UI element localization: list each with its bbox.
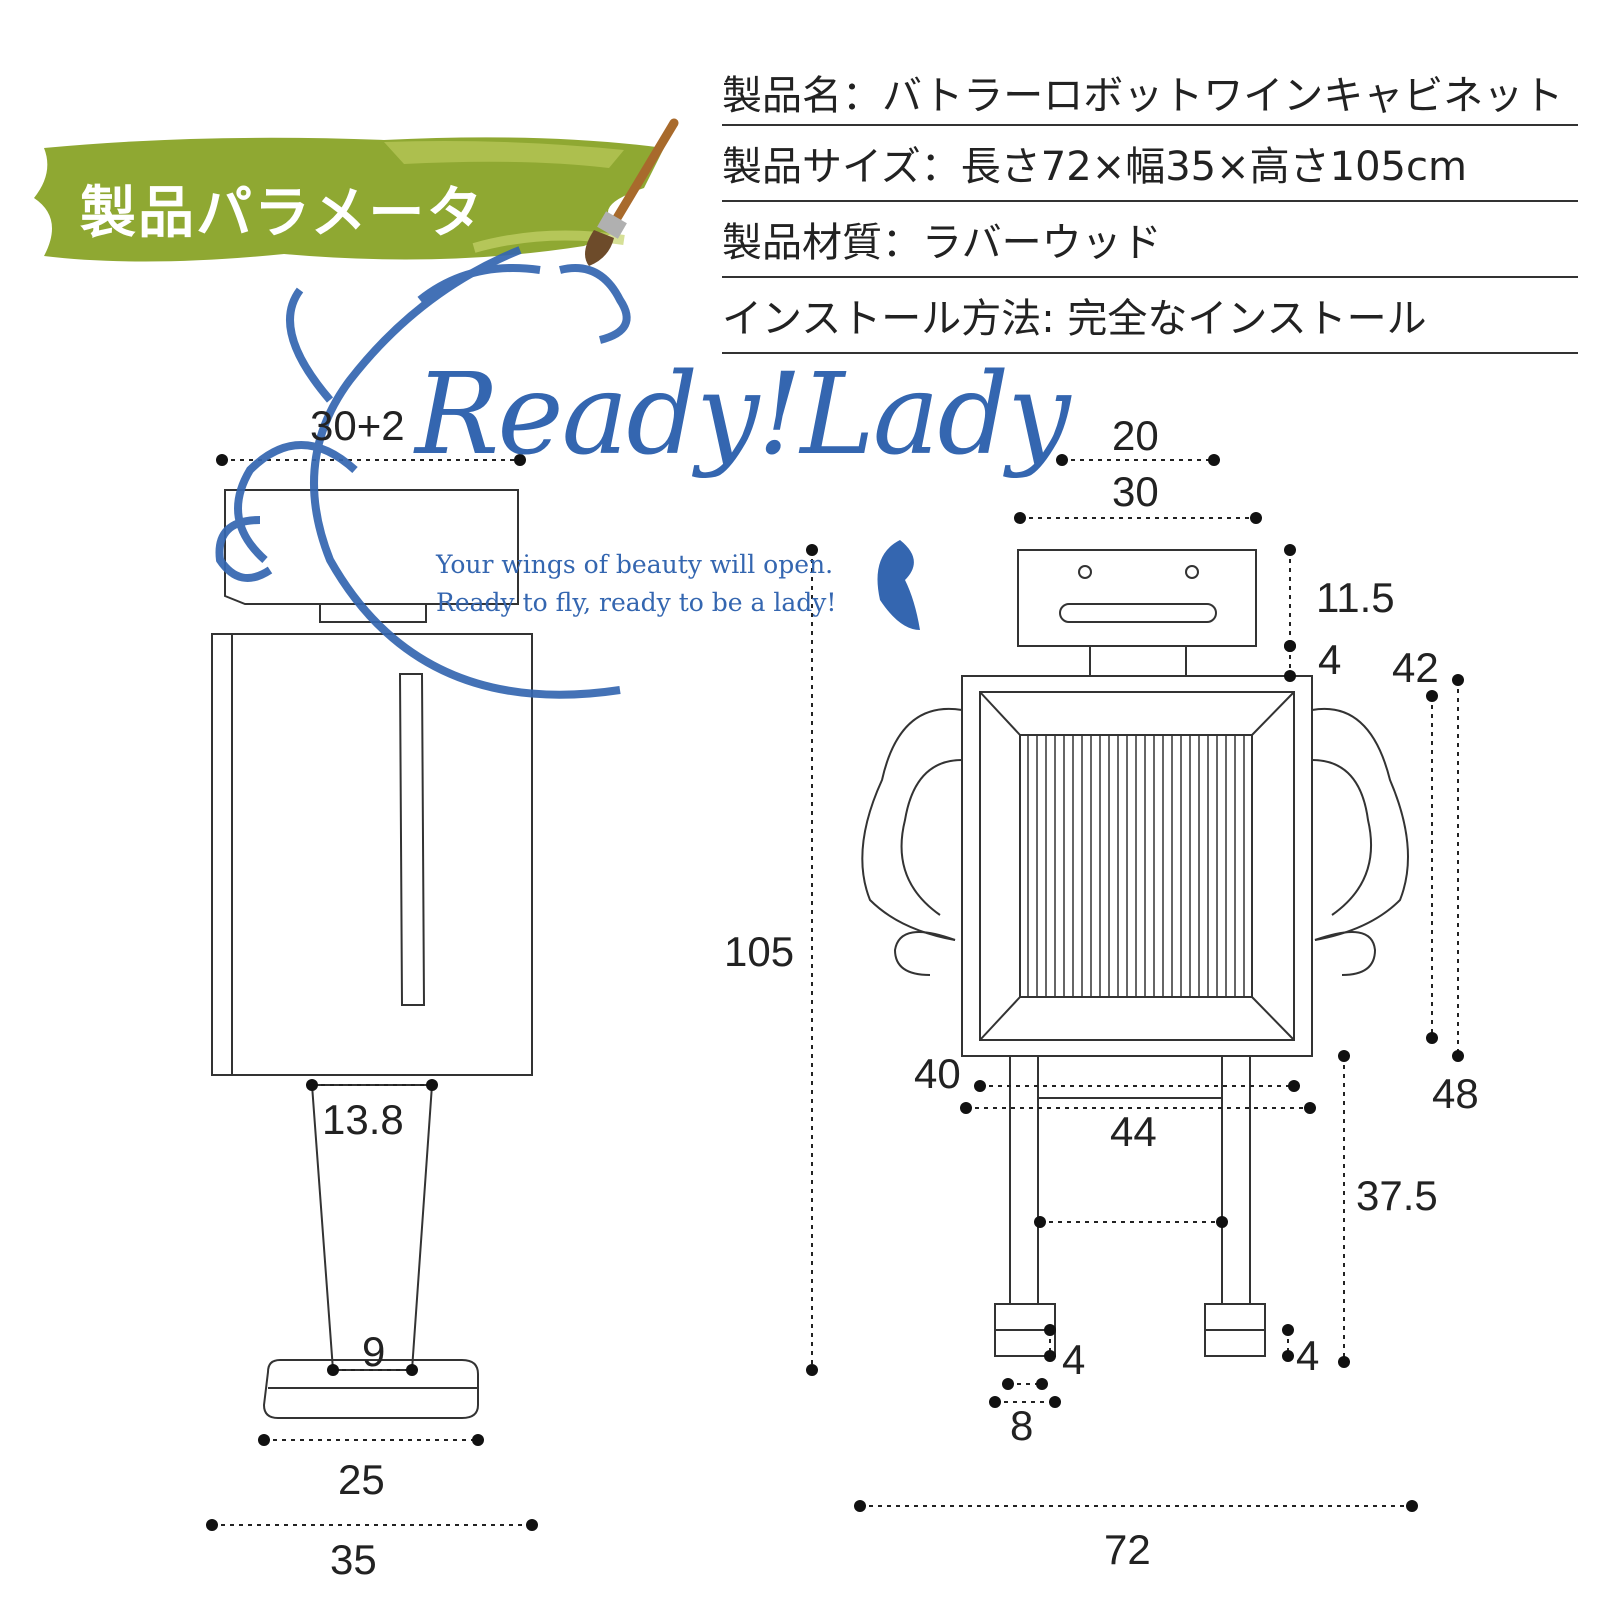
paintbrush-icon bbox=[585, 118, 679, 266]
dimension-endpoint-front-leg-span-out-1 bbox=[1304, 1102, 1316, 1114]
dimension-endpoint-front-head-outer-0 bbox=[1014, 512, 1026, 524]
dimension-endpoint-front-foot-right-0 bbox=[1282, 1324, 1294, 1336]
dimension-endpoint-front-head-inner-1 bbox=[1208, 454, 1220, 466]
dim-front-leg-span-outer: 44 bbox=[1110, 1108, 1157, 1155]
dimension-endpoint-side-base-0 bbox=[258, 1434, 270, 1446]
dimension-endpoint-side-top-1 bbox=[514, 454, 526, 466]
dim-side-depth: 35 bbox=[330, 1536, 377, 1583]
dim-front-leg-height: 37.5 bbox=[1356, 1172, 1438, 1219]
dimension-endpoint-front-leg-span-out-0 bbox=[960, 1102, 972, 1114]
dimension-endpoint-side-base-1 bbox=[472, 1434, 484, 1446]
dimension-endpoint-front-body-outer-0 bbox=[1452, 674, 1464, 686]
dimension-endpoint-side-depth-1 bbox=[526, 1519, 538, 1531]
dim-front-total-width: 72 bbox=[1104, 1526, 1151, 1573]
dim-front-body-outer: 48 bbox=[1432, 1070, 1479, 1117]
dim-front-foot-right: 4 bbox=[1296, 1332, 1320, 1379]
dim-side-leg-top: 13.8 bbox=[322, 1096, 404, 1143]
dimension-endpoint-front-total-height-0 bbox=[806, 544, 818, 556]
dimension-endpoint-front-leg-height-0 bbox=[1338, 1050, 1350, 1062]
dimension-endpoint-front-total-width-1 bbox=[1406, 1500, 1418, 1512]
dim-front-leg-span-inner: 40 bbox=[914, 1050, 961, 1097]
dimension-endpoint-front-foot-width-1 bbox=[1036, 1378, 1048, 1390]
front-view bbox=[861, 549, 1409, 1357]
dimension-endpoint-side-leg-bottom-0 bbox=[327, 1364, 339, 1376]
section-banner: 製品パラメータ bbox=[24, 118, 679, 268]
butterfly-icon bbox=[877, 540, 920, 630]
dim-front-head-height: 11.5 bbox=[1316, 574, 1395, 621]
spec-product-name: 製品名：バトラーロボットワインキャビネット bbox=[722, 60, 1578, 126]
dimension-endpoint-front-neck-1 bbox=[1284, 670, 1296, 682]
dimension-endpoint-front-neck-0 bbox=[1284, 640, 1296, 652]
watermark-brand: Ready!Lady bbox=[415, 350, 1070, 480]
floral-watermark-icon bbox=[215, 246, 631, 699]
dim-front-body-inner: 42 bbox=[1392, 644, 1439, 691]
dimension-endpoint-front-total-width-0 bbox=[854, 1500, 866, 1512]
dimension-endpoint-front-foot-width-2-0 bbox=[989, 1396, 1001, 1408]
dimension-endpoint-front-foot-left-1 bbox=[1044, 1350, 1056, 1362]
dimension-endpoint-side-depth-0 bbox=[206, 1519, 218, 1531]
dimension-endpoint-front-leg-height-1 bbox=[1338, 1356, 1350, 1368]
dimension-endpoint-side-leg-top-1 bbox=[426, 1079, 438, 1091]
dimension-endpoint-front-leg-span-in-0 bbox=[974, 1080, 986, 1092]
dimension-endpoint-front-head-inner-0 bbox=[1056, 454, 1068, 466]
dimension-endpoint-front-body-inner-0 bbox=[1426, 690, 1438, 702]
spec-list: 製品名：バトラーロボットワインキャビネット 製品サイズ：長さ72×幅35×高さ1… bbox=[722, 60, 1578, 354]
dimension-endpoint-side-leg-top-0 bbox=[306, 1079, 318, 1091]
dim-side-leg-bottom: 9 bbox=[362, 1328, 386, 1375]
spec-installation: インストール方法: 完全なインストール bbox=[722, 278, 1578, 354]
dim-front-foot-width: 8 bbox=[1010, 1402, 1034, 1449]
dimension-endpoint-front-total-height-1 bbox=[806, 1364, 818, 1376]
brush-stroke-background bbox=[34, 137, 664, 262]
dimension-endpoint-front-head-height-0 bbox=[1284, 544, 1296, 556]
dimension-endpoint-front-body-outer-1 bbox=[1452, 1050, 1464, 1062]
spec-product-size: 製品サイズ：長さ72×幅35×高さ105cm bbox=[722, 126, 1578, 202]
spec-material: 製品材質：ラバーウッド bbox=[722, 202, 1578, 278]
dim-front-head-outer: 30 bbox=[1112, 468, 1159, 515]
dimension-endpoint-front-leg-bar-1 bbox=[1216, 1216, 1228, 1228]
dimension-endpoint-front-foot-width-2-1 bbox=[1049, 1396, 1061, 1408]
dimension-endpoint-front-foot-width-0 bbox=[1002, 1378, 1014, 1390]
dimension-endpoint-side-leg-bottom-1 bbox=[406, 1364, 418, 1376]
dimension-endpoint-side-top-0 bbox=[216, 454, 228, 466]
banner-title: 製品パラメータ bbox=[80, 181, 485, 246]
dimension-endpoint-front-leg-bar-0 bbox=[1034, 1216, 1046, 1228]
dimension-endpoint-front-body-inner-1 bbox=[1426, 1032, 1438, 1044]
dimension-endpoint-front-foot-left-0 bbox=[1044, 1324, 1056, 1336]
side-view bbox=[211, 489, 533, 1419]
watermark-tagline-2: Ready to fly, ready to be a lady! bbox=[436, 588, 837, 617]
dimension-endpoint-front-head-outer-1 bbox=[1250, 512, 1262, 524]
dim-front-head-inner: 20 bbox=[1112, 412, 1159, 459]
dim-front-neck: 4 bbox=[1318, 636, 1342, 683]
watermark-tagline-1: Your wings of beauty will open. bbox=[436, 550, 834, 579]
dim-side-base: 25 bbox=[338, 1456, 385, 1503]
dimension-endpoint-front-foot-right-1 bbox=[1282, 1350, 1294, 1362]
dimension-endpoint-front-leg-span-in-1 bbox=[1288, 1080, 1300, 1092]
dim-side-top: 30+2 bbox=[310, 402, 405, 449]
dim-front-foot-left: 4 bbox=[1062, 1336, 1086, 1383]
dim-front-total-height: 105 bbox=[724, 928, 795, 975]
